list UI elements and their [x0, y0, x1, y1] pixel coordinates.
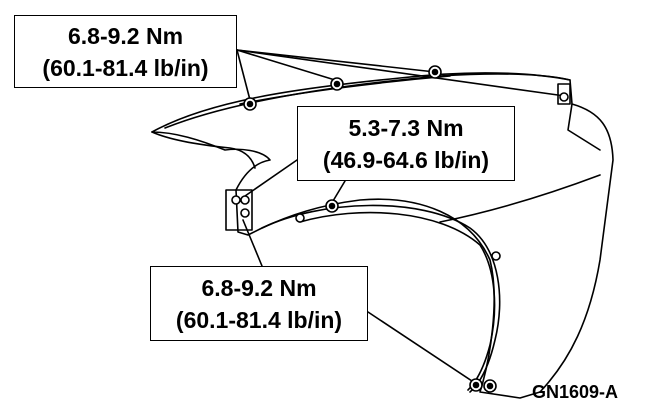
wheel-arch-inner	[299, 211, 496, 391]
rear-bracket	[557, 83, 571, 105]
rear-edge-line	[567, 103, 601, 151]
torque-nm: 5.3-7.3 Nm	[348, 115, 464, 141]
bolt-icon	[428, 65, 442, 79]
fender-inner-edge	[239, 75, 451, 105]
torque-lbin: (60.1-81.4 lb/in)	[42, 55, 209, 81]
bolt-icon	[325, 199, 339, 213]
torque-lbin: (60.1-81.4 lb/in)	[175, 307, 343, 333]
wheel-arch-lip	[261, 204, 501, 393]
torque-nm: 6.8-9.2 Nm	[67, 23, 184, 49]
front-bracket	[225, 189, 253, 231]
bolt-icon	[240, 195, 250, 205]
figure-id: GN1609-A	[532, 382, 619, 402]
bolt-icon	[483, 379, 497, 393]
torque-lbin: (46.9-64.6 lb/in)	[322, 147, 490, 173]
bolt-icon	[491, 251, 501, 261]
torque-callout-middle: 5.3-7.3 Nm (46.9-64.6 lb/in)	[297, 106, 515, 181]
bolt-icon	[469, 378, 483, 392]
bolt-icon	[559, 92, 569, 102]
torque-callout-top: 6.8-9.2 Nm (60.1-81.4 lb/in)	[14, 15, 237, 88]
headlamp-notch	[151, 131, 256, 169]
torque-nm: 6.8-9.2 Nm	[201, 275, 317, 301]
body-feature-line	[439, 174, 601, 223]
fender-outline	[151, 72, 614, 399]
leader-lines	[236, 49, 566, 386]
bolt-icon	[243, 97, 257, 111]
bolt-icon	[231, 195, 241, 205]
bolt-icon	[330, 77, 344, 91]
bolt-icon	[295, 213, 305, 223]
torque-callout-bottom: 6.8-9.2 Nm (60.1-81.4 lb/in)	[150, 266, 368, 341]
bolt-icon	[240, 208, 250, 218]
